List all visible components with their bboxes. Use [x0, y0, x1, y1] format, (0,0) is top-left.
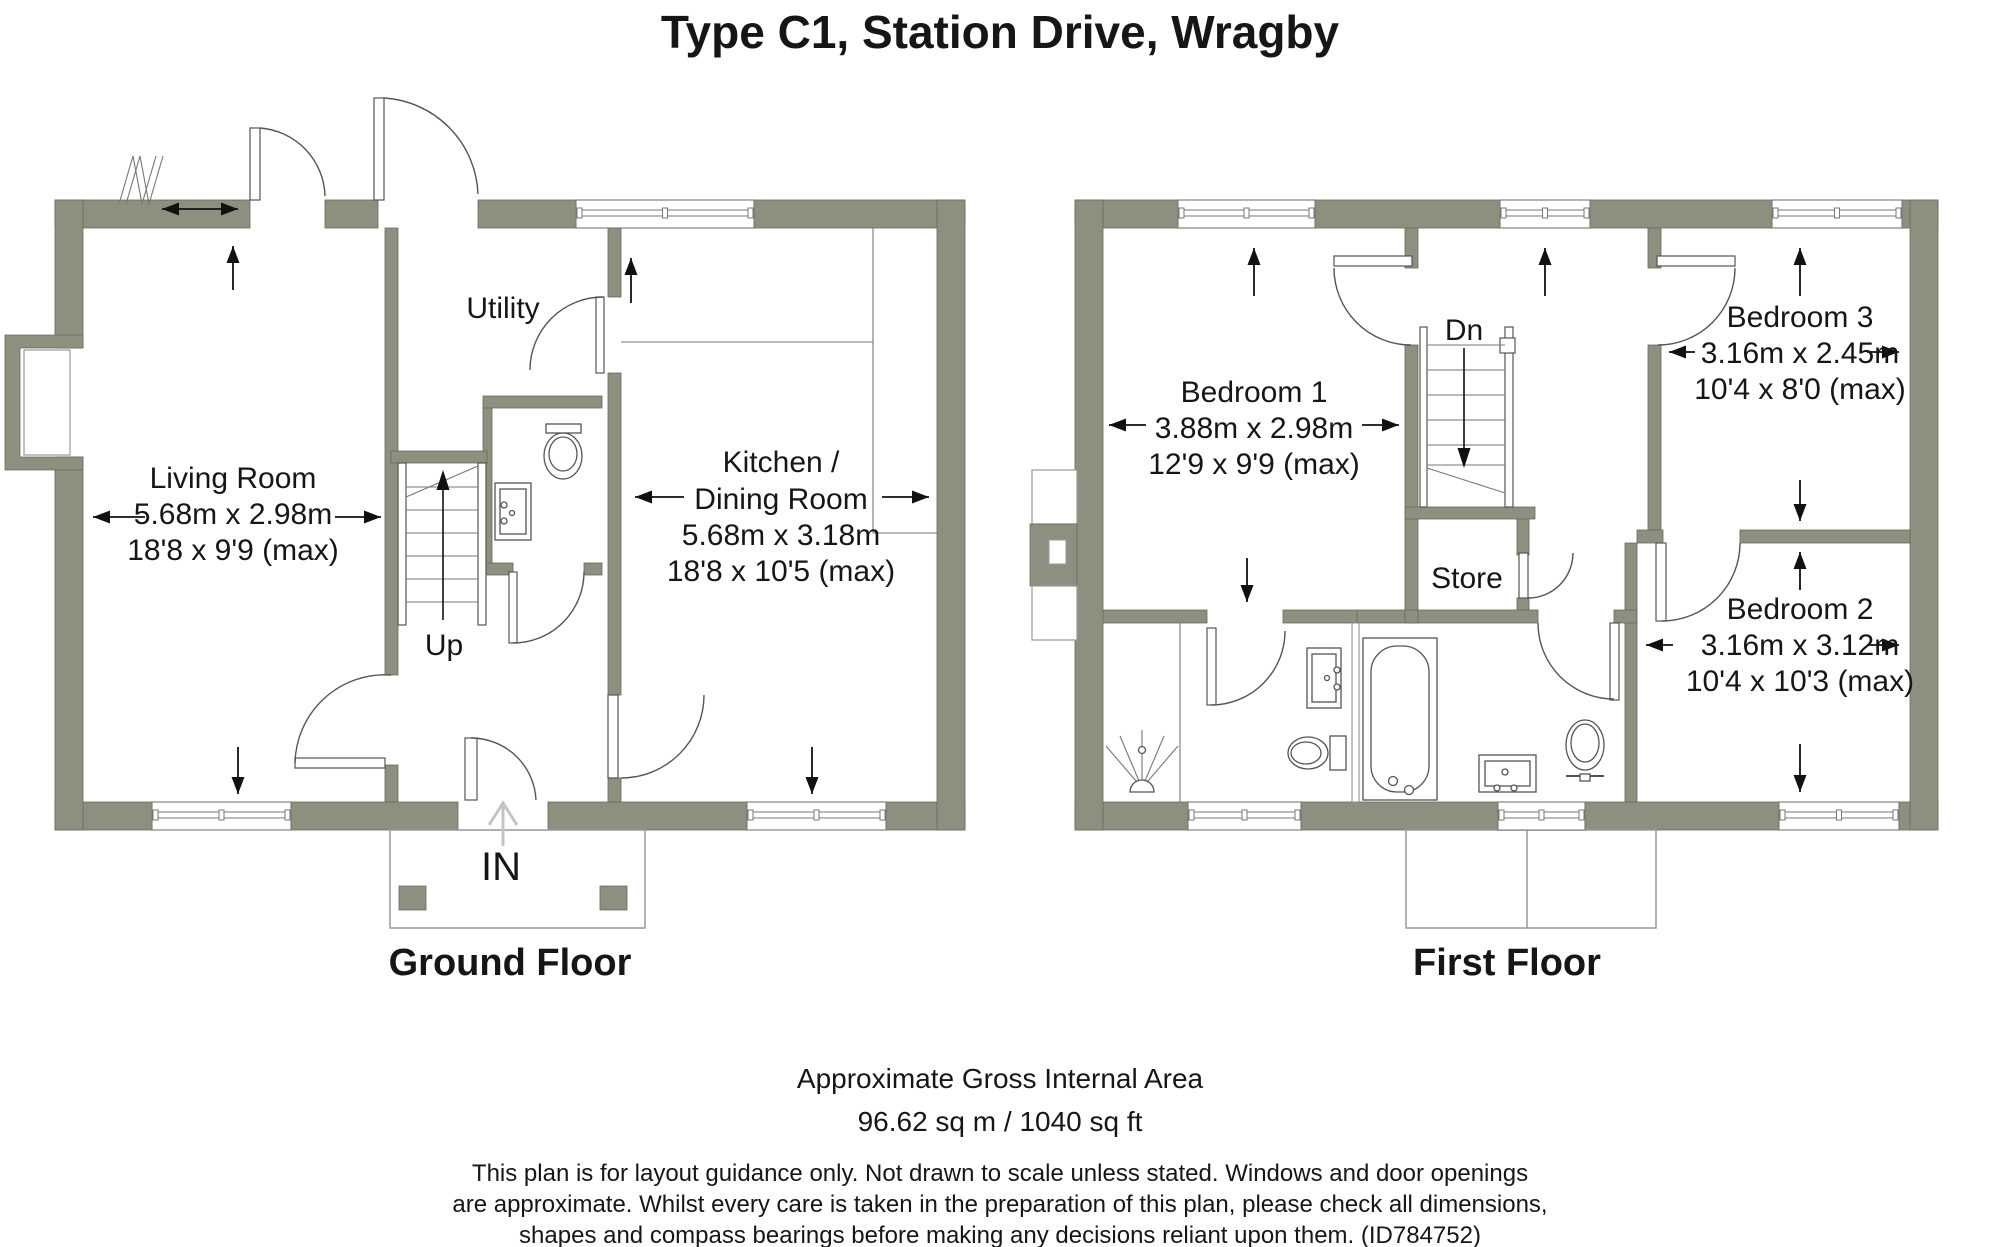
room-dims-living-imperial: 18'8 x 9'9 (max)	[127, 534, 339, 567]
staircase-up	[397, 462, 487, 626]
window	[1177, 199, 1316, 229]
window	[1771, 199, 1903, 229]
door-front-entrance	[464, 737, 537, 801]
toilet-icon	[543, 423, 583, 480]
door-top-utility	[373, 97, 479, 201]
room-label-living-room: Living Room	[150, 462, 317, 495]
dimension-arrow	[635, 490, 684, 504]
door-wc	[508, 571, 585, 644]
zigzag-symbol-icon	[118, 155, 164, 205]
window	[575, 199, 755, 229]
dimension-arrow	[231, 747, 245, 794]
toilet-icon	[1565, 719, 1605, 782]
kitchen-counter	[621, 228, 937, 534]
stairs-down-label: Dn	[1445, 314, 1483, 347]
window	[1778, 801, 1900, 831]
room-label-bedroom3: Bedroom 3	[1727, 301, 1874, 334]
floor-label-first: First Floor	[1413, 942, 1601, 984]
dimension-arrow	[1240, 558, 1254, 602]
interior-walls	[1102, 227, 1911, 803]
room-dims-bedroom3-imperial: 10'4 x 8'0 (max)	[1694, 373, 1906, 406]
floor-label-ground: Ground Floor	[389, 942, 632, 984]
room-dims-bedroom2-metric: 3.16m x 3.12m	[1701, 629, 1899, 662]
canopy-outline	[1405, 829, 1657, 929]
door-bedroom3	[1656, 255, 1736, 346]
dimension-arrow	[1793, 480, 1807, 521]
room-dims-bedroom1-metric: 3.88m x 2.98m	[1155, 412, 1353, 445]
room-dims-living-metric: 5.68m x 2.98m	[134, 498, 332, 531]
entrance-in-label: IN	[481, 845, 521, 889]
dimension-arrows	[93, 202, 1899, 794]
dimension-arrow	[226, 246, 240, 290]
dimension-arrow	[93, 510, 145, 524]
dimension-arrow	[624, 258, 638, 303]
disclaimer-line-1: This plan is for layout guidance only. N…	[472, 1160, 1528, 1187]
window	[1497, 801, 1586, 831]
door-living-hall	[294, 674, 392, 769]
interior-walls	[384, 227, 622, 803]
dimension-arrow	[1538, 248, 1552, 296]
room-label-store: Store	[1431, 562, 1503, 595]
disclaimer-line-3: shapes and compass bearings before makin…	[519, 1222, 1481, 1247]
staircase-down	[1419, 326, 1516, 508]
dimension-arrow	[162, 202, 238, 216]
area-value: 96.62 sq m / 1040 sq ft	[858, 1106, 1143, 1137]
windows-layer	[151, 199, 1903, 831]
room-dims-bedroom1-imperial: 12'9 x 9'9 (max)	[1148, 448, 1360, 481]
chimney-projection	[1029, 469, 1078, 641]
area-title: Approximate Gross Internal Area	[797, 1063, 1204, 1094]
window	[1187, 801, 1302, 831]
dimension-arrow	[1646, 638, 1673, 652]
door-top-living	[249, 127, 326, 201]
door-utility-kitchen	[529, 296, 605, 374]
room-label-kitchen-line1: Kitchen /	[723, 446, 840, 479]
door-bathroom	[1537, 622, 1620, 701]
room-dims-bedroom2-imperial: 10'4 x 10'3 (max)	[1686, 665, 1914, 698]
window	[1499, 199, 1591, 229]
dimension-arrow	[1109, 418, 1146, 432]
door-ensuite	[1206, 627, 1286, 706]
room-dims-kitchen-metric: 5.68m x 3.18m	[682, 519, 880, 552]
window	[746, 801, 887, 831]
porch	[389, 829, 646, 929]
dimension-arrow	[1793, 552, 1807, 590]
room-label-bedroom1: Bedroom 1	[1181, 376, 1328, 409]
ground-floor-plan	[4, 97, 966, 929]
basin-icon	[1306, 647, 1342, 709]
dimension-arrow	[805, 747, 819, 794]
basin-icon	[1478, 754, 1537, 793]
dimension-arrow	[1793, 744, 1807, 792]
door-bedroom1	[1333, 255, 1413, 346]
stairs-up-label: Up	[425, 629, 463, 662]
bath-icon	[1362, 637, 1438, 801]
dimension-arrow	[882, 490, 929, 504]
dimension-arrow	[1867, 638, 1899, 652]
toilet-icon	[1287, 735, 1347, 771]
dimension-arrow	[335, 510, 381, 524]
dimension-arrow	[1669, 345, 1695, 359]
door-bedroom2	[1655, 542, 1741, 622]
window	[151, 801, 292, 831]
dimension-arrow	[1247, 248, 1261, 296]
dimension-arrow	[1362, 418, 1399, 432]
shower-icon	[1105, 623, 1181, 802]
entrance-arrow-icon	[487, 800, 519, 846]
dimension-arrow	[1793, 248, 1807, 296]
bay-recess	[23, 349, 71, 456]
dimension-arrow	[1867, 345, 1899, 359]
room-label-utility: Utility	[466, 292, 539, 325]
door-store	[1518, 552, 1574, 599]
door-hall-kitchen	[607, 694, 705, 779]
ensuite-bathroom-partition	[1351, 622, 1360, 803]
basin-icon	[494, 482, 532, 541]
exterior-walls	[4, 199, 966, 831]
bay-projection	[4, 334, 84, 471]
room-label-kitchen-line2: Dining Room	[694, 483, 867, 516]
room-label-bedroom2: Bedroom 2	[1727, 593, 1874, 626]
room-dims-bedroom3-metric: 3.16m x 2.45m	[1701, 337, 1899, 370]
disclaimer-line-2: are approximate. Whilst every care is ta…	[452, 1191, 1547, 1218]
page-title: Type C1, Station Drive, Wragby	[661, 6, 1340, 58]
room-dims-kitchen-imperial: 18'8 x 10'5 (max)	[667, 555, 895, 588]
